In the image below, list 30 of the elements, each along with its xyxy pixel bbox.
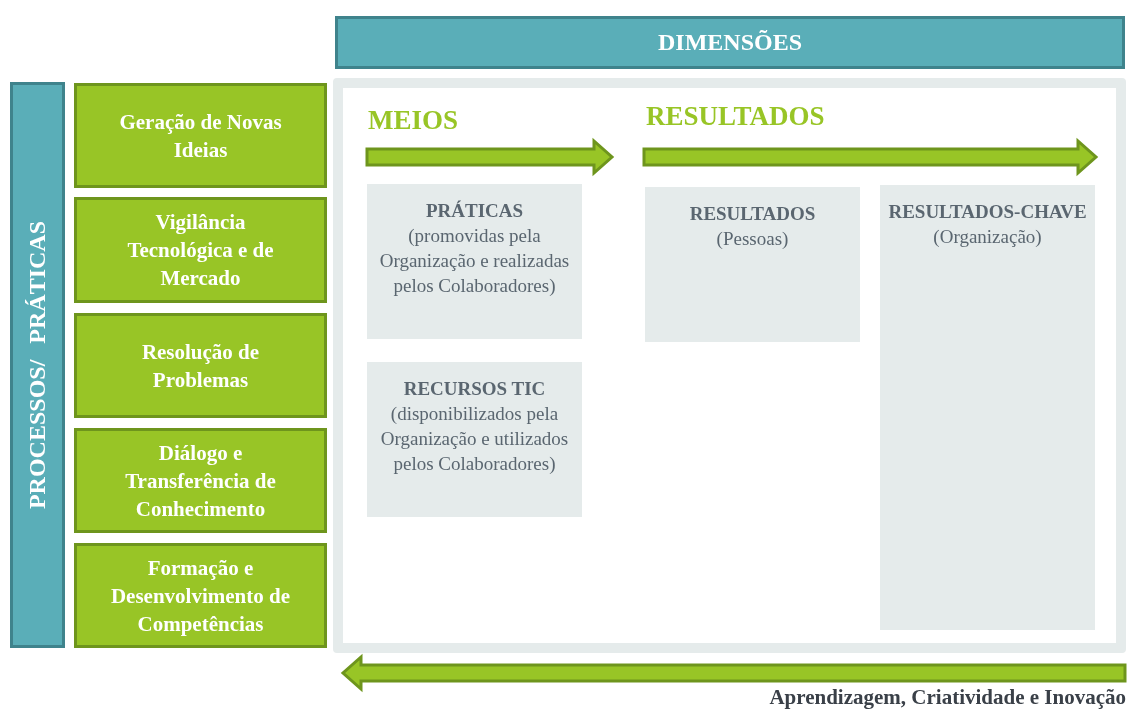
band-title: DIMENSÕES (657, 29, 802, 56)
header-band (335, 16, 1125, 69)
process-box (74, 428, 327, 533)
box-description: (Pessoas) (716, 227, 789, 251)
box-description: (promovidas pela Organização e realizadas pelos Colaboradores) (378, 224, 571, 298)
process-label: Formação e Desenvolvimento de Competências (109, 554, 292, 638)
content-box (880, 185, 1095, 630)
box-description: (disponibilizados pela Organização e utilizados pelos Colaboradores) (379, 402, 570, 476)
content-box (367, 184, 582, 339)
process-box (74, 197, 327, 303)
box-heading: RESULTADOS (689, 202, 816, 226)
section-heading: MEIOS (368, 106, 460, 136)
process-label: Resolução de Problemas (140, 338, 261, 394)
process-box (74, 313, 327, 418)
section-heading: RESULTADOS (646, 102, 826, 132)
side-band (10, 82, 65, 648)
box-description: (Organização) (933, 225, 1042, 249)
panel-background (333, 78, 1126, 653)
process-label: Vigilância Tecnológica e de Mercado (126, 209, 275, 292)
process-box (74, 543, 327, 648)
box-heading: RECURSOS TIC (403, 377, 546, 401)
band-title: PROCESSOS/ PRÁTICAS (24, 220, 51, 510)
process-label: Geração de Novas Ideias (118, 108, 283, 164)
process-label: Diálogo e Transferência de Conhecimento (124, 439, 277, 523)
content-box (645, 187, 860, 342)
process-box (74, 83, 327, 188)
arrow-caption: Aprendizagem, Criatividade e Inovação (768, 686, 1126, 710)
box-heading: PRÁTICAS (425, 199, 524, 223)
box-heading: RESULTADOS-CHAVE (888, 200, 1087, 224)
content-box (367, 362, 582, 517)
